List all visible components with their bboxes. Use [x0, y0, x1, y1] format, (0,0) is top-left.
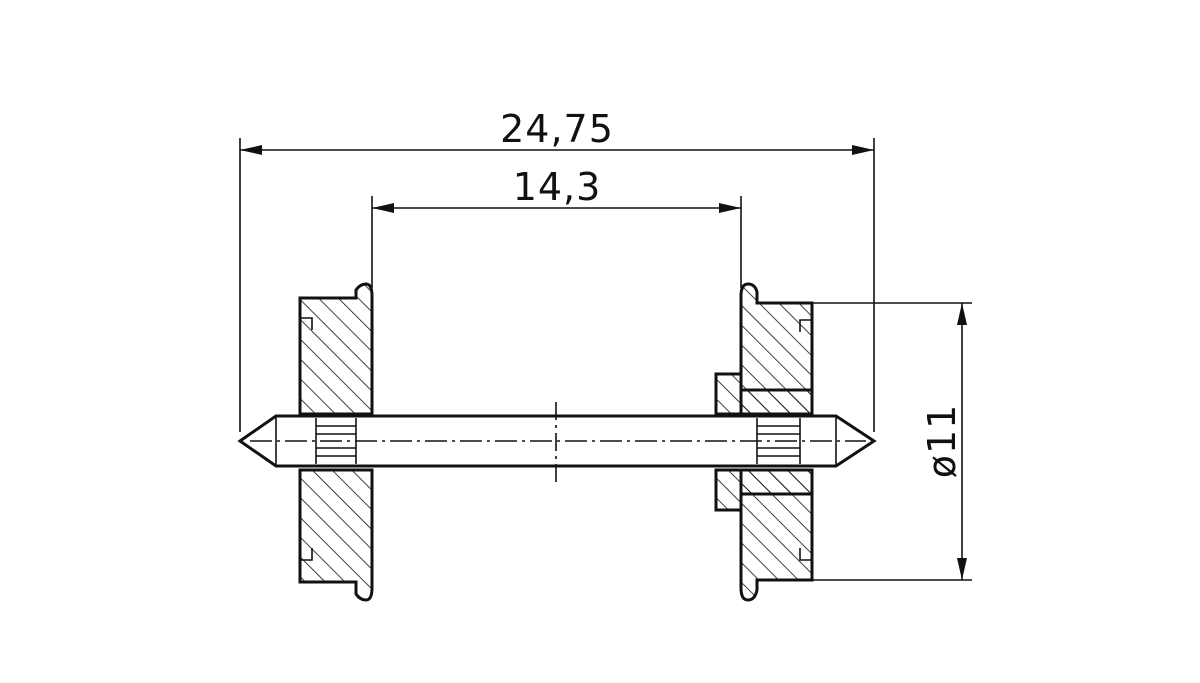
arrow-right — [719, 203, 741, 213]
notch-bottom — [300, 548, 313, 561]
arrow-right — [852, 145, 874, 155]
arrow-left — [372, 203, 394, 213]
arrow-left — [240, 145, 262, 155]
arrow-bottom — [957, 558, 967, 580]
right-wheel-upper — [739, 282, 814, 416]
overall-length-dimension: 24,75 — [239, 107, 875, 432]
arrow-top — [957, 303, 967, 325]
back-to-back-dimension: 14,3 — [371, 165, 742, 288]
notch-bottom — [799, 548, 812, 561]
overall-length-label: 24,75 — [500, 107, 614, 151]
diameter-label: ø11 — [920, 404, 964, 479]
left-wheel-lower — [298, 468, 374, 602]
left-wheel — [298, 282, 374, 602]
notch-top — [799, 319, 812, 332]
right-wheel-lower — [739, 468, 814, 602]
notch-top — [300, 317, 313, 330]
right-wheel — [714, 282, 814, 602]
axle — [237, 402, 877, 482]
left-wheel-upper — [298, 282, 374, 416]
right-hub-upper — [714, 372, 814, 416]
right-hub-lower — [714, 468, 814, 512]
back-to-back-label: 14,3 — [513, 165, 602, 209]
diameter-dimension: ø11 — [812, 302, 972, 581]
